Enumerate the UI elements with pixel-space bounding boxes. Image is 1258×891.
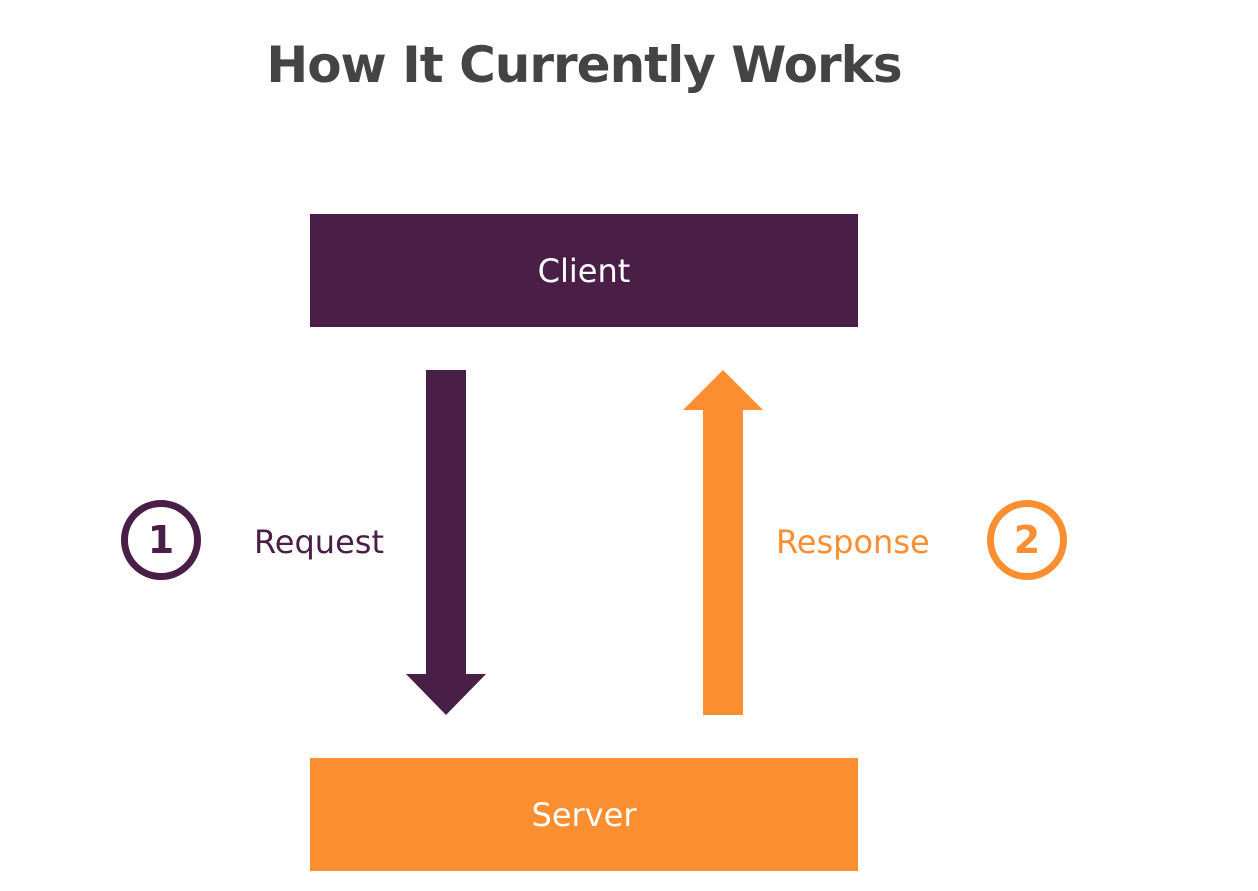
server-label: Server bbox=[531, 795, 637, 834]
step-2-number: 2 bbox=[1013, 518, 1041, 562]
request-label: Request bbox=[254, 523, 384, 561]
step-1-number: 1 bbox=[147, 518, 175, 562]
request-arrow bbox=[406, 370, 486, 715]
response-label: Response bbox=[776, 523, 930, 561]
client-box: Client bbox=[310, 214, 858, 327]
response-arrow bbox=[683, 370, 763, 715]
step-2-badge: 2 bbox=[987, 500, 1067, 580]
server-box: Server bbox=[310, 758, 858, 871]
client-label: Client bbox=[537, 251, 631, 290]
page-title: How It Currently Works bbox=[266, 36, 902, 94]
step-1-badge: 1 bbox=[121, 500, 201, 580]
